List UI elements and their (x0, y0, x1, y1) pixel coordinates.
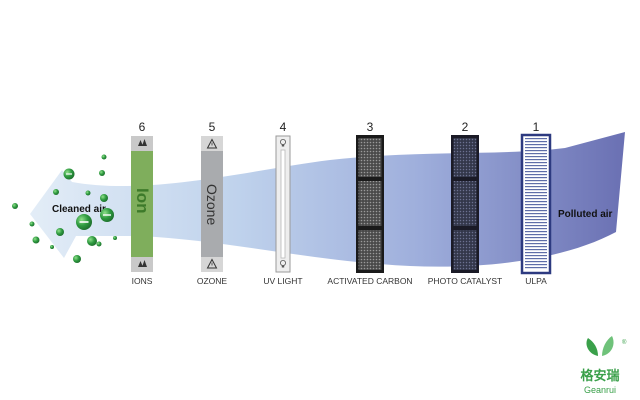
ion-particle (73, 255, 81, 263)
ion-particle (53, 189, 59, 195)
uv-tube (280, 149, 286, 259)
ions-panel-body (131, 136, 153, 272)
ion-particle (29, 221, 35, 227)
filter-number: 5 (209, 120, 216, 134)
carbon-cell (358, 181, 382, 226)
filter-label: ACTIVATED CARBON (327, 276, 412, 286)
leaf-icon (586, 336, 614, 356)
ion-particle (50, 245, 54, 249)
ion-particle (85, 190, 91, 196)
filter-number: 4 (280, 120, 287, 134)
filter-number: 1 (533, 120, 540, 134)
ion-particle (12, 203, 18, 209)
brand-name-en: Geanrui (584, 385, 616, 395)
filter-number: 6 (139, 120, 146, 134)
filter-ozone: Ozone (201, 136, 223, 272)
filter-ulpa (520, 133, 552, 275)
warning-triangle-icon (206, 138, 218, 149)
catalyst-cell (453, 138, 477, 177)
carbon-cell (358, 230, 382, 270)
ion-particle (101, 154, 107, 160)
filter-activated-carbon (356, 135, 384, 273)
ion-particle (63, 168, 75, 180)
filter-label: OZONE (197, 276, 228, 286)
bulb-icon (280, 139, 286, 147)
filter-number: 2 (462, 120, 469, 134)
ion-particle (76, 214, 92, 230)
tree-icon (138, 260, 147, 267)
ion-particle (96, 241, 102, 247)
bulb-icon (280, 260, 286, 268)
ion-particle (56, 228, 64, 236)
ion-particle (99, 170, 105, 176)
ions-panel-bottom-cap (131, 257, 153, 272)
filter-label: IONS (132, 276, 153, 286)
polluted-air-label: Polluted air (558, 209, 613, 220)
catalyst-cell (453, 230, 477, 270)
ion-particle (100, 194, 108, 202)
ions-panel-top-cap (131, 136, 153, 151)
ions-vertical-text: Ion (133, 188, 152, 214)
warning-triangle-icon (206, 258, 218, 269)
ozone-panel-body (201, 136, 223, 272)
brand-logo: ® 格安瑞 Geanrui (580, 336, 627, 395)
ozone-vertical-text: Ozone (204, 184, 220, 225)
ion-particle (113, 236, 117, 240)
carbon-cell (358, 138, 382, 177)
filter-labels: IONS OZONE UV LIGHT ACTIVATED CARBON PHO… (132, 276, 548, 286)
ion-particle (87, 236, 97, 246)
catalyst-cell (453, 181, 477, 226)
brand-name-cn: 格安瑞 (580, 368, 619, 383)
filter-label: UV LIGHT (263, 276, 302, 286)
ion-particle (32, 236, 40, 244)
registered-mark: ® (622, 339, 627, 346)
ion-particle (100, 208, 114, 222)
filter-numbers: 6 5 4 3 2 1 (139, 120, 540, 134)
tree-icon (138, 139, 147, 146)
filter-label: ULPA (525, 276, 547, 286)
ion-particles (12, 154, 117, 263)
ulpa-media (525, 138, 547, 270)
filter-photo-catalyst (451, 135, 479, 273)
filter-label: PHOTO CATALYST (428, 276, 502, 286)
filter-number: 3 (367, 120, 374, 134)
filter-ions: Ion (131, 136, 153, 272)
cleaned-air-label: Cleaned air (52, 204, 106, 215)
filter-uv-light (275, 135, 291, 273)
